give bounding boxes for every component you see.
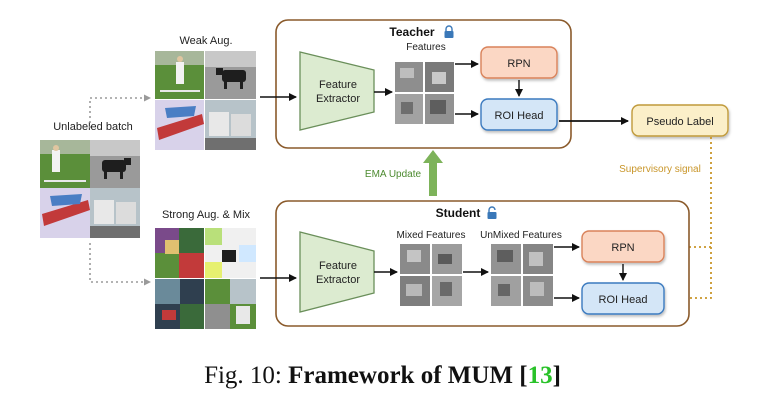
caption-reference[interactable]: [13] xyxy=(519,362,561,389)
image-toothbrush xyxy=(40,188,90,238)
figure-caption: Fig. 10: Framework of MUM [13] xyxy=(0,362,765,390)
mixed-image-4 xyxy=(205,279,256,329)
caption-ref-close: ] xyxy=(552,362,561,389)
pseudo-label-box xyxy=(631,104,729,137)
teacher-feature-maps xyxy=(395,62,454,124)
student-rpn-label: RPN xyxy=(611,242,634,254)
weak-image-cow xyxy=(205,51,256,99)
weak-aug-images xyxy=(155,51,256,150)
student-extractor-line2: Extractor xyxy=(316,274,360,286)
unlabeled-batch-label: Unlabeled batch xyxy=(53,121,133,133)
supervisory-signal-label: Supervisory signal xyxy=(619,164,701,175)
strong-aug-mix-label: Strong Aug. & Mix xyxy=(162,209,251,221)
student-rpn-box xyxy=(581,230,665,263)
batch-to-aug-connectors xyxy=(89,94,151,286)
teacher-title: Teacher xyxy=(389,25,434,39)
student-roi-label: ROI Head xyxy=(599,294,648,306)
student-extractor-line1: Feature xyxy=(319,260,357,272)
ema-update-arrow xyxy=(423,150,443,196)
image-cow xyxy=(90,140,140,188)
teacher-rpn-label: RPN xyxy=(507,58,530,70)
teacher-rpn-box xyxy=(480,46,558,79)
student-feature-extractor xyxy=(299,231,375,313)
mixed-feature-maps xyxy=(400,244,462,306)
weak-image-tennis xyxy=(155,51,204,99)
student-unlock-icon xyxy=(487,206,497,219)
mixed-image-1 xyxy=(155,228,204,278)
supervisory-signal-connector xyxy=(675,137,712,302)
teacher-roi-box xyxy=(480,98,558,131)
unmixed-feature-maps xyxy=(491,244,553,306)
teacher-extractor-line1: Feature xyxy=(319,79,357,91)
unlabeled-batch-images xyxy=(40,140,140,238)
weak-image-toothbrush xyxy=(155,100,204,150)
image-trucks xyxy=(90,188,140,238)
teacher-features-label: Features xyxy=(406,42,445,53)
strong-aug-images xyxy=(155,228,256,329)
ema-update-label: EMA Update xyxy=(365,169,422,180)
pseudo-label-text: Pseudo Label xyxy=(646,116,713,128)
caption-prefix: Fig. 10: xyxy=(204,362,289,389)
teacher-feature-extractor xyxy=(299,51,375,131)
caption-title: Framework of MUM xyxy=(288,362,520,389)
teacher-extractor-line2: Extractor xyxy=(316,93,360,105)
mixed-image-2 xyxy=(205,228,256,278)
image-tennis-player xyxy=(40,140,90,188)
teacher-roi-label: ROI Head xyxy=(495,110,544,122)
student-roi-box xyxy=(581,282,665,315)
caption-ref-open: [ xyxy=(519,362,528,389)
mixed-features-label: Mixed Features xyxy=(397,230,466,241)
weak-aug-label: Weak Aug. xyxy=(180,35,233,47)
weak-image-trucks xyxy=(205,100,256,150)
teacher-lock-icon xyxy=(444,25,454,38)
student-title: Student xyxy=(436,206,481,220)
caption-ref-number[interactable]: 13 xyxy=(527,362,553,389)
mixed-image-3 xyxy=(155,279,204,329)
unmixed-features-label: UnMixed Features xyxy=(480,230,562,241)
